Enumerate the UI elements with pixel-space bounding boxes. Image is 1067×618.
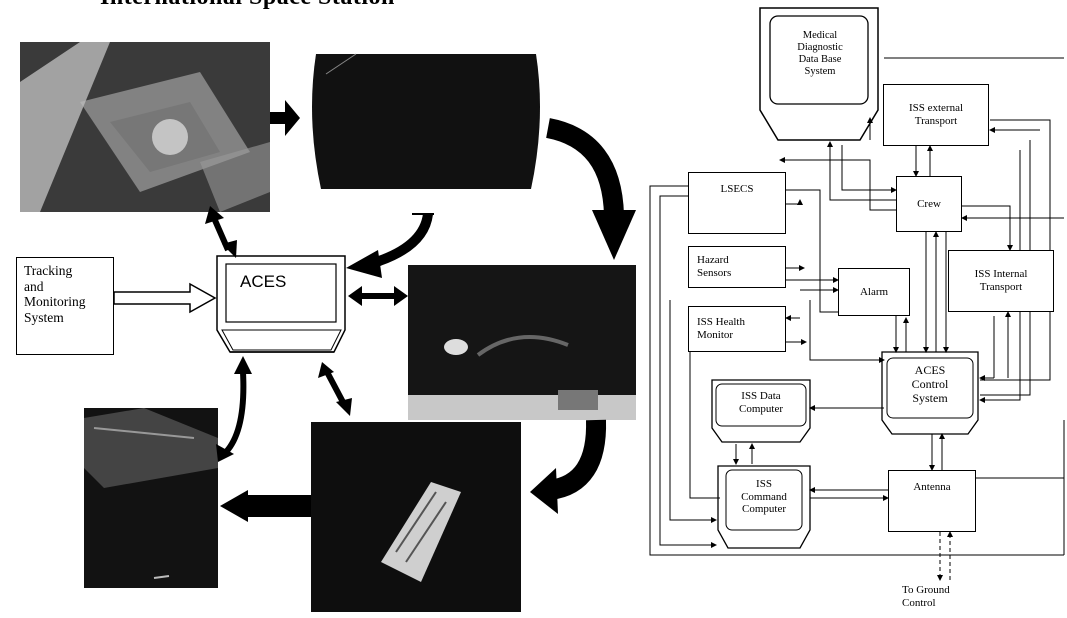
crew-label: Crew <box>917 197 941 210</box>
crew-box: Crew <box>896 176 962 232</box>
iss-external-transport-box: ISS external Transport <box>883 84 989 146</box>
aces-terminal <box>216 255 346 353</box>
iss-health-monitor-label: ISS Health Monitor <box>697 316 745 341</box>
iss-internal-transport-label: ISS Internal Transport <box>974 268 1028 293</box>
aces-label: ACES <box>240 272 287 291</box>
iss-data-computer-label: ISS Data Computer <box>739 390 783 415</box>
hazard-sensors-box: Hazard Sensors <box>688 246 786 288</box>
iss-command-computer-box: ISS Command Computer <box>728 478 800 516</box>
iss-data-computer-box: ISS Data Computer <box>718 390 804 415</box>
alarm-box: Alarm <box>838 268 910 316</box>
photo-device <box>408 265 636 420</box>
page-title: International Space Station <box>100 0 395 11</box>
aces-control-box: ACES Control System <box>888 363 972 405</box>
aces-control-label: ACES Control System <box>911 363 949 405</box>
medical-db-box: Medical Diagnostic Data Base System <box>778 30 862 78</box>
tracking-monitoring-box: Tracking and Monitoring System <box>16 257 114 355</box>
iss-internal-transport-box: ISS Internal Transport <box>948 250 1054 312</box>
lsecs-label: LSECS <box>720 183 754 195</box>
iss-command-computer-label: ISS Command Computer <box>741 478 787 516</box>
photo-cylinder <box>296 44 546 194</box>
medical-db-label: Medical Diagnostic Data Base System <box>797 30 843 78</box>
antenna-box: Antenna <box>888 470 976 532</box>
photo-glovebox <box>20 42 270 212</box>
iss-health-monitor-box: ISS Health Monitor <box>688 306 786 352</box>
hazard-sensors-label: Hazard Sensors <box>697 254 732 279</box>
iss-external-transport-label: ISS external Transport <box>908 102 964 127</box>
alarm-label: Alarm <box>859 285 889 298</box>
photo-hardware <box>311 422 521 612</box>
antenna-label: Antenna <box>913 481 951 493</box>
photo-tool <box>84 408 218 588</box>
lsecs-box: LSECS <box>688 172 786 234</box>
ground-control-label: To Ground Control <box>902 584 950 609</box>
tracking-monitoring-label: Tracking and Monitoring System <box>24 263 86 325</box>
